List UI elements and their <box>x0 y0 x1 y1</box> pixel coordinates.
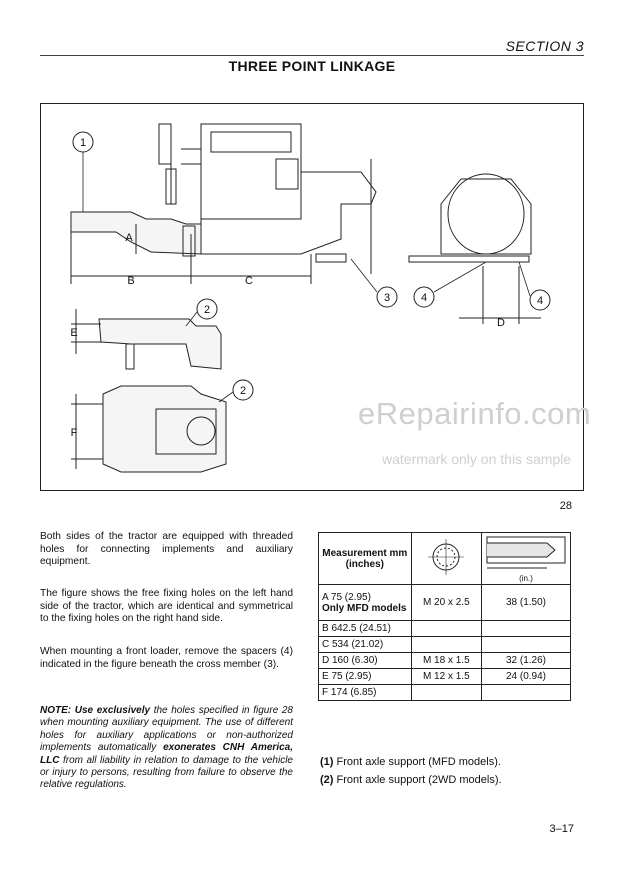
row-e-depth: 24 (0.94) <box>481 668 571 685</box>
paragraph-3: When mounting a front loader, remove the… <box>40 646 293 670</box>
table-row: C 534 (21.02) <box>318 636 571 653</box>
callout-3-label: 3 <box>384 292 390 304</box>
row-a-value: A 75 (2.95) <box>322 591 371 603</box>
watermark-main: eRepairinfo.com <box>358 396 592 431</box>
linkage-diagram: 1 2 2 3 4 4 A B C D E F <box>70 123 551 473</box>
note-tail: from all liability in relation to damage… <box>40 754 293 791</box>
watermark-sub: watermark only on this sample <box>382 451 572 467</box>
note-bold: exonerates CNH America, LLC <box>40 742 294 766</box>
row-f-label: F 174 (6.85) <box>318 684 412 701</box>
row-e-label: E 75 (2.95) <box>318 668 412 685</box>
paragraph-2: The figure shows the free fixing holes o… <box>40 588 293 625</box>
paragraph-1: Both sides of the tractor are equipped w… <box>40 531 293 568</box>
header-rule <box>40 55 584 56</box>
row-c-thread <box>410 636 483 653</box>
dim-b-label: B <box>127 275 134 287</box>
row-a-thread: M 20 x 2.5 <box>410 584 483 621</box>
callout-2-bottom-label: 2 <box>240 385 246 397</box>
table-row: F 174 (6.85) <box>318 684 571 701</box>
callout-4-left <box>413 286 435 308</box>
row-b-label: B 642.5 (24.51) <box>318 620 412 637</box>
row-d-depth: 32 (1.26) <box>481 652 571 669</box>
note-body: the holes specified in figure 28 when mo… <box>40 705 293 754</box>
row-a-sub: Only MFD models <box>322 602 407 614</box>
front-axle-support-2wd-side <box>98 318 222 370</box>
table-header-measurement: Measurement mm (inches) <box>318 532 412 585</box>
callout-2-top <box>196 298 218 320</box>
table-row: B 642.5 (24.51) <box>318 620 571 637</box>
row-e-thread: M 12 x 1.5 <box>410 668 483 685</box>
dim-a-label: A <box>125 232 133 244</box>
legend-text-2: Front axle support (2WD models). <box>333 774 502 786</box>
dim-e-label: E <box>70 327 77 339</box>
transmission-housing <box>200 171 377 255</box>
hole-icon-cell <box>410 532 483 585</box>
figure-frame: 1 2 2 3 4 4 A B C D E F <box>40 103 584 491</box>
note-paragraph: NOTE: Use exclusively the holes specifie… <box>40 705 293 792</box>
row-d-label: D 160 (6.30) <box>318 652 412 669</box>
legend-text-1: Front axle support (MFD models). <box>333 756 501 768</box>
row-d-thread: M 18 x 1.5 <box>410 652 483 669</box>
engine-block <box>200 123 302 220</box>
threaded-hole-icon <box>428 539 465 575</box>
callout-1-label: 1 <box>80 137 86 149</box>
callout-2-top-label: 2 <box>204 304 210 316</box>
table-row: D 160 (6.30) M 18 x 1.5 32 (1.26) <box>318 652 571 669</box>
callout-2-bottom <box>232 379 254 401</box>
dim-d-label: D <box>497 317 505 329</box>
dim-f-label: F <box>71 427 78 439</box>
callout-3 <box>376 286 398 308</box>
figure-number: 28 <box>559 500 572 512</box>
row-a-label: A 75 (2.95)Only MFD models <box>318 584 412 621</box>
table-row: A 75 (2.95)Only MFD models M 20 x 2.5 38… <box>318 584 571 621</box>
front-view-housing <box>447 173 525 255</box>
dim-c-label: C <box>245 275 253 287</box>
front-axle-support-2wd-plan <box>102 385 227 473</box>
callout-4-left-label: 4 <box>421 292 427 304</box>
section-label: SECTION 3 <box>505 38 584 54</box>
legend-item-2: (2) Front axle support (2WD models). <box>320 774 502 786</box>
row-c-label: C 534 (21.02) <box>318 636 412 653</box>
row-f-thread <box>410 684 483 701</box>
table-row: E 75 (2.95) M 12 x 1.5 24 (0.94) <box>318 668 571 685</box>
hole-depth-icon <box>486 536 566 568</box>
legend-num-1: (1) <box>320 756 334 768</box>
depth-icon-cell: (in.) <box>481 532 571 585</box>
page-number: 3–17 <box>549 823 574 835</box>
row-b-thread <box>410 620 483 637</box>
callout-4-right-label: 4 <box>537 295 543 307</box>
page-title: THREE POINT LINKAGE <box>228 58 396 74</box>
inches-label: (in.) <box>519 573 533 583</box>
note-lead: NOTE: Use exclusively <box>40 705 151 716</box>
row-f-depth <box>481 684 571 701</box>
legend-item-1: (1) Front axle support (MFD models). <box>320 756 501 768</box>
callout-4-right <box>529 289 551 311</box>
measurement-table: Measurement mm (inches) (in.) A 75 (2.95… <box>318 532 571 701</box>
row-b-depth <box>481 620 571 637</box>
row-a-depth: 38 (1.50) <box>481 584 571 621</box>
cross-member <box>408 255 530 263</box>
legend-num-2: (2) <box>320 774 334 786</box>
row-c-depth <box>481 636 571 653</box>
